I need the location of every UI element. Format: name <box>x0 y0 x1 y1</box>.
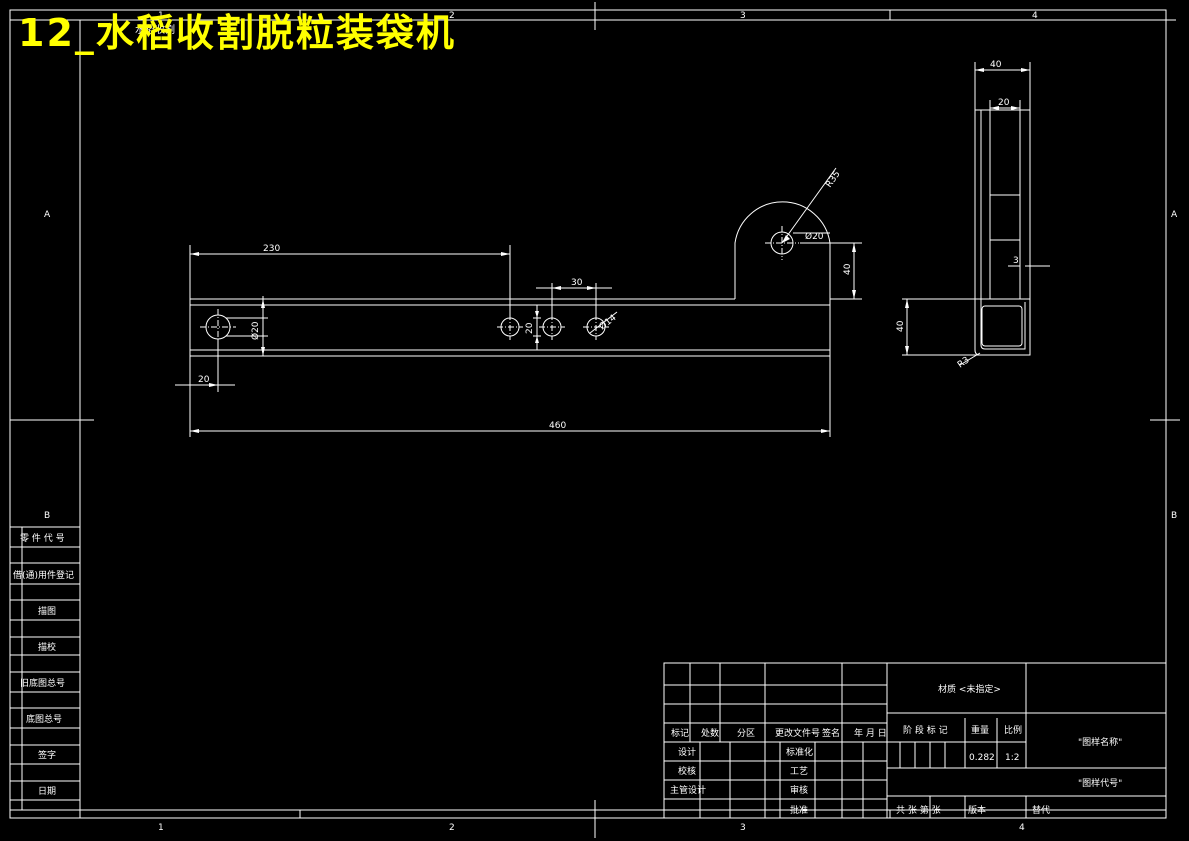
zone-col-3-bottom: 3 <box>740 823 746 833</box>
left-table-row-2: 借(通)用件登记 <box>13 569 74 581</box>
dim-3-side: 3 <box>1013 256 1019 266</box>
title-block <box>663 662 1167 819</box>
sheet-count: 共 张 第 张 <box>896 804 941 816</box>
design-label: 设计 <box>678 746 696 758</box>
left-table-row-8: 日期 <box>38 786 56 797</box>
replace-label: 替代 <box>1032 804 1050 816</box>
dim-40-side: 40 <box>990 60 1002 70</box>
side-view <box>902 62 1050 366</box>
dim-20-left: 20 <box>198 375 210 385</box>
dim-230: 230 <box>263 244 280 254</box>
check-label: 校核 <box>678 765 696 777</box>
left-table-row-6: 底图总号 <box>26 713 62 725</box>
zone-col-4-bottom: 4 <box>1019 823 1025 833</box>
zone-col-3-top: 3 <box>740 11 746 21</box>
chief-label: 主管设计 <box>670 784 706 796</box>
weight-label: 重量 <box>971 724 989 736</box>
version-label: 版本 <box>968 804 986 816</box>
left-table-row-4: 描校 <box>38 641 56 653</box>
weight-value: 0.282 <box>969 753 995 763</box>
dim-460: 460 <box>549 421 566 431</box>
zone-row-a-right: A <box>1171 210 1178 220</box>
dim-dia20-left: Ø20 <box>250 321 261 340</box>
dim-40-side-height: 40 <box>896 320 906 332</box>
dim-30: 30 <box>571 278 583 288</box>
standard-label: 标准化 <box>786 746 813 758</box>
process-label: 工艺 <box>790 766 808 777</box>
inner-frame <box>79 19 1167 819</box>
rev-header-mark: 标记 <box>671 727 689 739</box>
rev-header-count: 处数 <box>701 727 719 739</box>
zone-col-1-bottom: 1 <box>158 823 164 833</box>
drawing-code: "图样代号" <box>1078 777 1122 789</box>
left-table-row-7: 签字 <box>38 749 56 761</box>
dim-r3-side: R3 <box>956 355 972 370</box>
dim-dia20-lug: Ø20 <box>805 231 824 242</box>
rev-header-date: 年 月 日 <box>854 727 887 739</box>
zone-col-2-top: 2 <box>449 11 455 21</box>
drawing-name: "图样名称" <box>1078 736 1122 748</box>
zone-row-a-left: A <box>44 210 51 220</box>
zone-col-4-top: 4 <box>1032 11 1038 21</box>
drawing-title: 12_水稻收割脱粒装袋机 <box>18 11 456 55</box>
left-table-row-3: 描图 <box>38 605 56 617</box>
rev-header-doc: 更改文件号 <box>775 727 820 739</box>
lug-outline <box>734 201 831 299</box>
dim-r35: R35 <box>824 169 842 189</box>
zone-col-1-top: 1 <box>158 11 164 21</box>
stage-mark-label: 阶 段 标 记 <box>903 724 948 736</box>
dim-40-lug: 40 <box>843 263 853 275</box>
dim-20-side: 20 <box>998 98 1010 108</box>
material-label: 材质 <未指定> <box>938 683 1001 695</box>
dim-20-holes: 20 <box>525 322 535 334</box>
dim-dia14: Ø14 <box>597 312 619 332</box>
front-view <box>175 167 862 437</box>
scale-value: 1:2 <box>1005 753 1019 763</box>
rev-header-zone: 分区 <box>737 728 755 739</box>
left-table-row-5: 旧底图总号 <box>20 677 65 689</box>
small-title: 水稻收割 <box>135 23 175 36</box>
zone-row-b-left: B <box>44 511 50 521</box>
zone-col-2-bottom: 2 <box>449 823 455 833</box>
scale-label: 比例 <box>1004 724 1022 736</box>
approve-label: 批准 <box>790 804 808 816</box>
audit-label: 审核 <box>790 784 808 796</box>
zone-row-b-right: B <box>1171 511 1177 521</box>
outer-frame <box>9 9 1167 819</box>
left-record-table <box>10 526 80 810</box>
left-table-row-1: 零 件 代 号 <box>20 532 65 544</box>
rev-header-sign: 签名 <box>822 727 840 739</box>
